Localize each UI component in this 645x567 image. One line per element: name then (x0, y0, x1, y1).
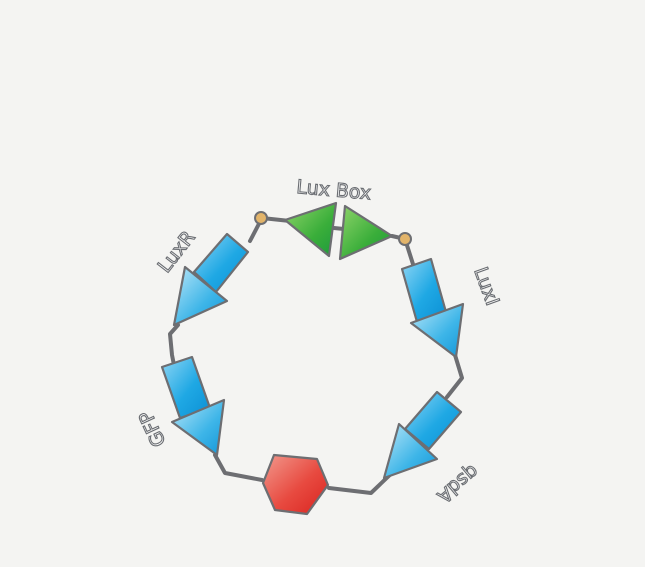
lux-box-left-promoter (283, 201, 338, 258)
lux-box-right-promoter (338, 204, 394, 261)
lux-box-label: Lux Box (296, 176, 373, 204)
gfp-gene-arrow (170, 398, 226, 457)
qsda-gene-arrow (382, 422, 439, 480)
luxr-gene-arrow (172, 265, 229, 327)
luxr-label: LuxR (154, 227, 200, 277)
junction-dot (254, 211, 268, 225)
origin-hexagon (261, 453, 330, 516)
luxi-gene-arrow (409, 302, 465, 359)
junction-dot (398, 232, 412, 246)
luxi-label: LuxI (469, 264, 503, 308)
qsda-gene-body (403, 390, 463, 451)
gfp-label: GFP (135, 407, 171, 450)
qsda-label: qsdA (433, 460, 483, 507)
